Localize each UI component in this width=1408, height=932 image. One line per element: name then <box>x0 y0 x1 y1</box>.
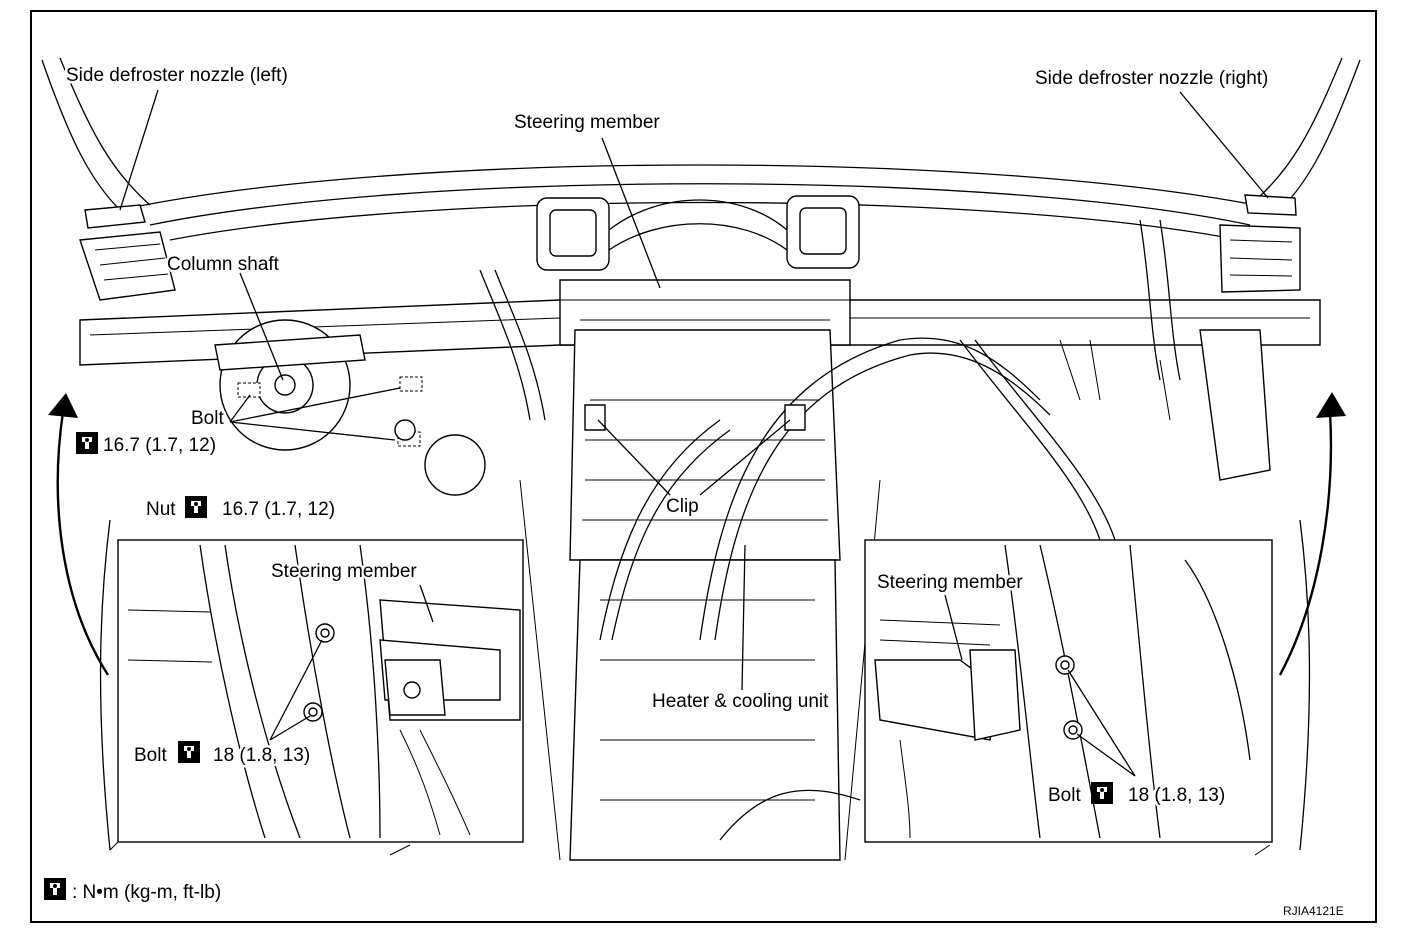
label-column-shaft: Column shaft <box>167 254 280 275</box>
legend-torque-wrench-icon <box>44 878 66 900</box>
label-nut: Nut <box>146 499 176 520</box>
label-torque-inset-right: 18 (1.8, 13) <box>1128 785 1225 806</box>
label-steering-member-top: Steering member <box>514 112 660 133</box>
label-side-defroster-right: Side defroster nozzle (right) <box>1035 68 1268 89</box>
label-bolt-inset-left: Bolt <box>134 745 167 766</box>
torque-wrench-icon <box>76 432 98 454</box>
legend-units: : N•m (kg-m, ft-lb) <box>72 882 221 903</box>
dashboard-line-art <box>41 57 1361 861</box>
label-side-defroster-left: Side defroster nozzle (left) <box>66 65 288 86</box>
label-bolt-column: Bolt <box>191 408 224 429</box>
label-clip: Clip <box>666 496 699 517</box>
label-torque-column: 16.7 (1.7, 12) <box>103 435 216 456</box>
curved-arrow-left-icon <box>48 393 110 676</box>
label-bolt-inset-right: Bolt <box>1048 785 1081 806</box>
torque-wrench-icon <box>178 741 200 763</box>
label-torque-nut: 16.7 (1.7, 12) <box>222 499 335 520</box>
torque-wrench-icon <box>185 496 207 518</box>
inset-left-panel <box>117 539 524 843</box>
label-steering-member-inset-right: Steering member <box>877 572 1023 593</box>
label-torque-inset-left: 18 (1.8, 13) <box>213 745 310 766</box>
label-steering-member-inset-left: Steering member <box>271 561 417 582</box>
label-heater-cooling-unit: Heater & cooling unit <box>652 691 829 712</box>
leader-lines <box>119 89 1269 777</box>
figure-code: RJIA4121E <box>1283 904 1344 918</box>
torque-wrench-icon <box>1091 782 1113 804</box>
inset-right-panel <box>864 539 1273 843</box>
curved-arrow-right-icon <box>1278 392 1346 676</box>
